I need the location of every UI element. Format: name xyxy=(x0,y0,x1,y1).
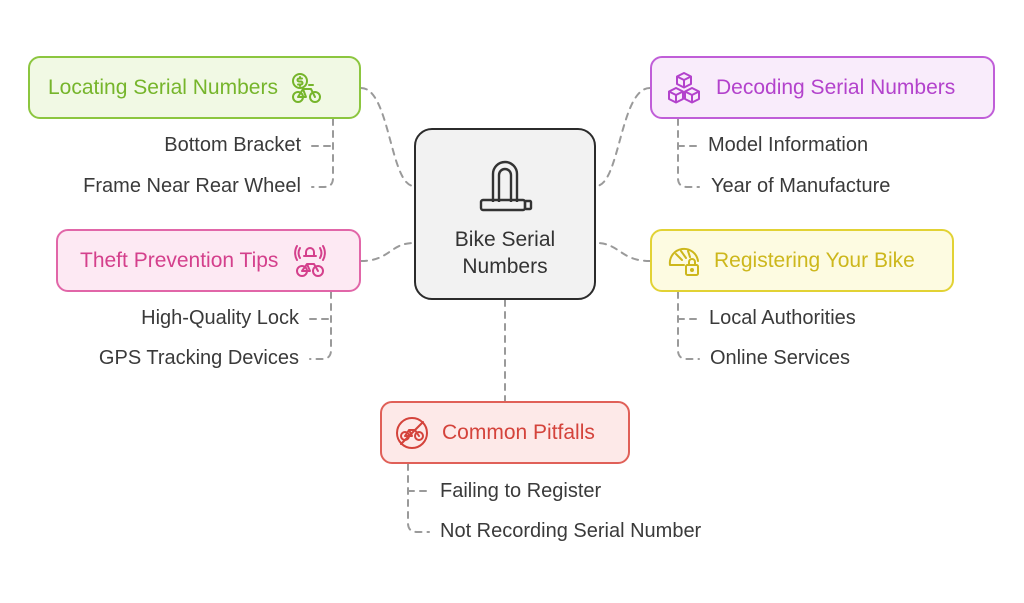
leaf-frame-near-rear-wheel: Frame Near Rear Wheel xyxy=(83,175,301,197)
branch-theft-prevention-tips: Theft Prevention Tips xyxy=(56,229,361,292)
branch-decoding-title: Decoding Serial Numbers xyxy=(716,75,956,99)
branch-pitfalls-title: Common Pitfalls xyxy=(442,420,595,444)
branch-locating-serial-numbers: Locating Serial Numbers xyxy=(28,56,361,119)
center-node: Bike Serial Numbers xyxy=(414,128,596,300)
branch-locating-title: Locating Serial Numbers xyxy=(48,75,278,99)
branch-register-title: Registering Your Bike xyxy=(714,248,915,272)
branch-decoding-serial-numbers: Decoding Serial Numbers xyxy=(650,56,995,119)
leaf-gps-tracking-devices: GPS Tracking Devices xyxy=(98,347,299,369)
leaf-model-information: Model Information xyxy=(708,134,869,156)
leaf-local-authorities: Local Authorities xyxy=(709,307,856,329)
u-lock-icon xyxy=(479,160,533,212)
center-title-line2: Numbers xyxy=(462,255,548,278)
bike-search-icon xyxy=(291,72,321,103)
no-bike-icon xyxy=(396,416,428,449)
leaf-year-of-manufacture: Year of Manufacture xyxy=(711,175,891,197)
cubes-icon xyxy=(668,71,700,103)
leaf-high-quality-lock: High-Quality Lock xyxy=(141,307,299,329)
center-title: Bike Serial Numbers xyxy=(455,226,555,280)
branch-registering-your-bike: Registering Your Bike xyxy=(650,229,954,292)
leaf-bottom-bracket: Bottom Bracket xyxy=(164,134,301,156)
bike-alarm-icon xyxy=(294,244,327,277)
leaf-not-recording-serial-number: Not Recording Serial Number xyxy=(440,520,702,542)
branch-theft-title: Theft Prevention Tips xyxy=(80,248,279,272)
leaf-failing-to-register: Failing to Register xyxy=(440,480,602,502)
center-title-line1: Bike Serial xyxy=(454,228,556,251)
helmet-lock-icon xyxy=(668,247,699,276)
leaf-online-services: Online Services xyxy=(710,347,851,369)
branch-common-pitfalls: Common Pitfalls xyxy=(380,401,630,464)
